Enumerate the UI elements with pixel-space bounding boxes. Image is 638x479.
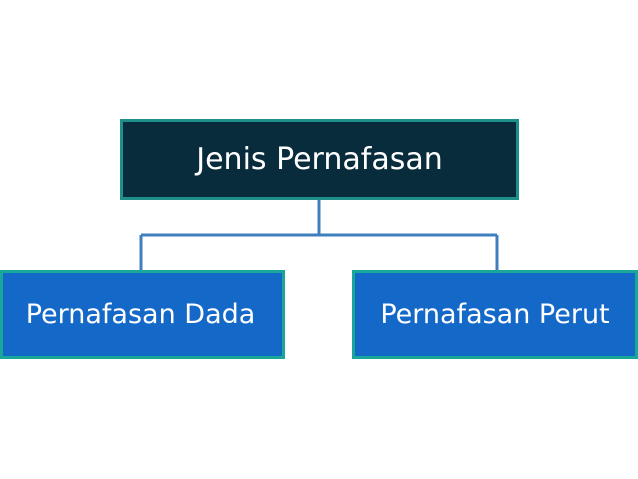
child-node-dada-label: Pernafasan Dada	[25, 299, 256, 330]
root-node-label: Jenis Pernafasan	[196, 142, 443, 177]
child-node-dada: Pernafasan Dada	[0, 270, 285, 359]
child-node-perut-label: Pernafasan Perut	[380, 299, 610, 330]
root-node: Jenis Pernafasan	[120, 119, 519, 200]
child-node-perut: Pernafasan Perut	[352, 270, 638, 359]
